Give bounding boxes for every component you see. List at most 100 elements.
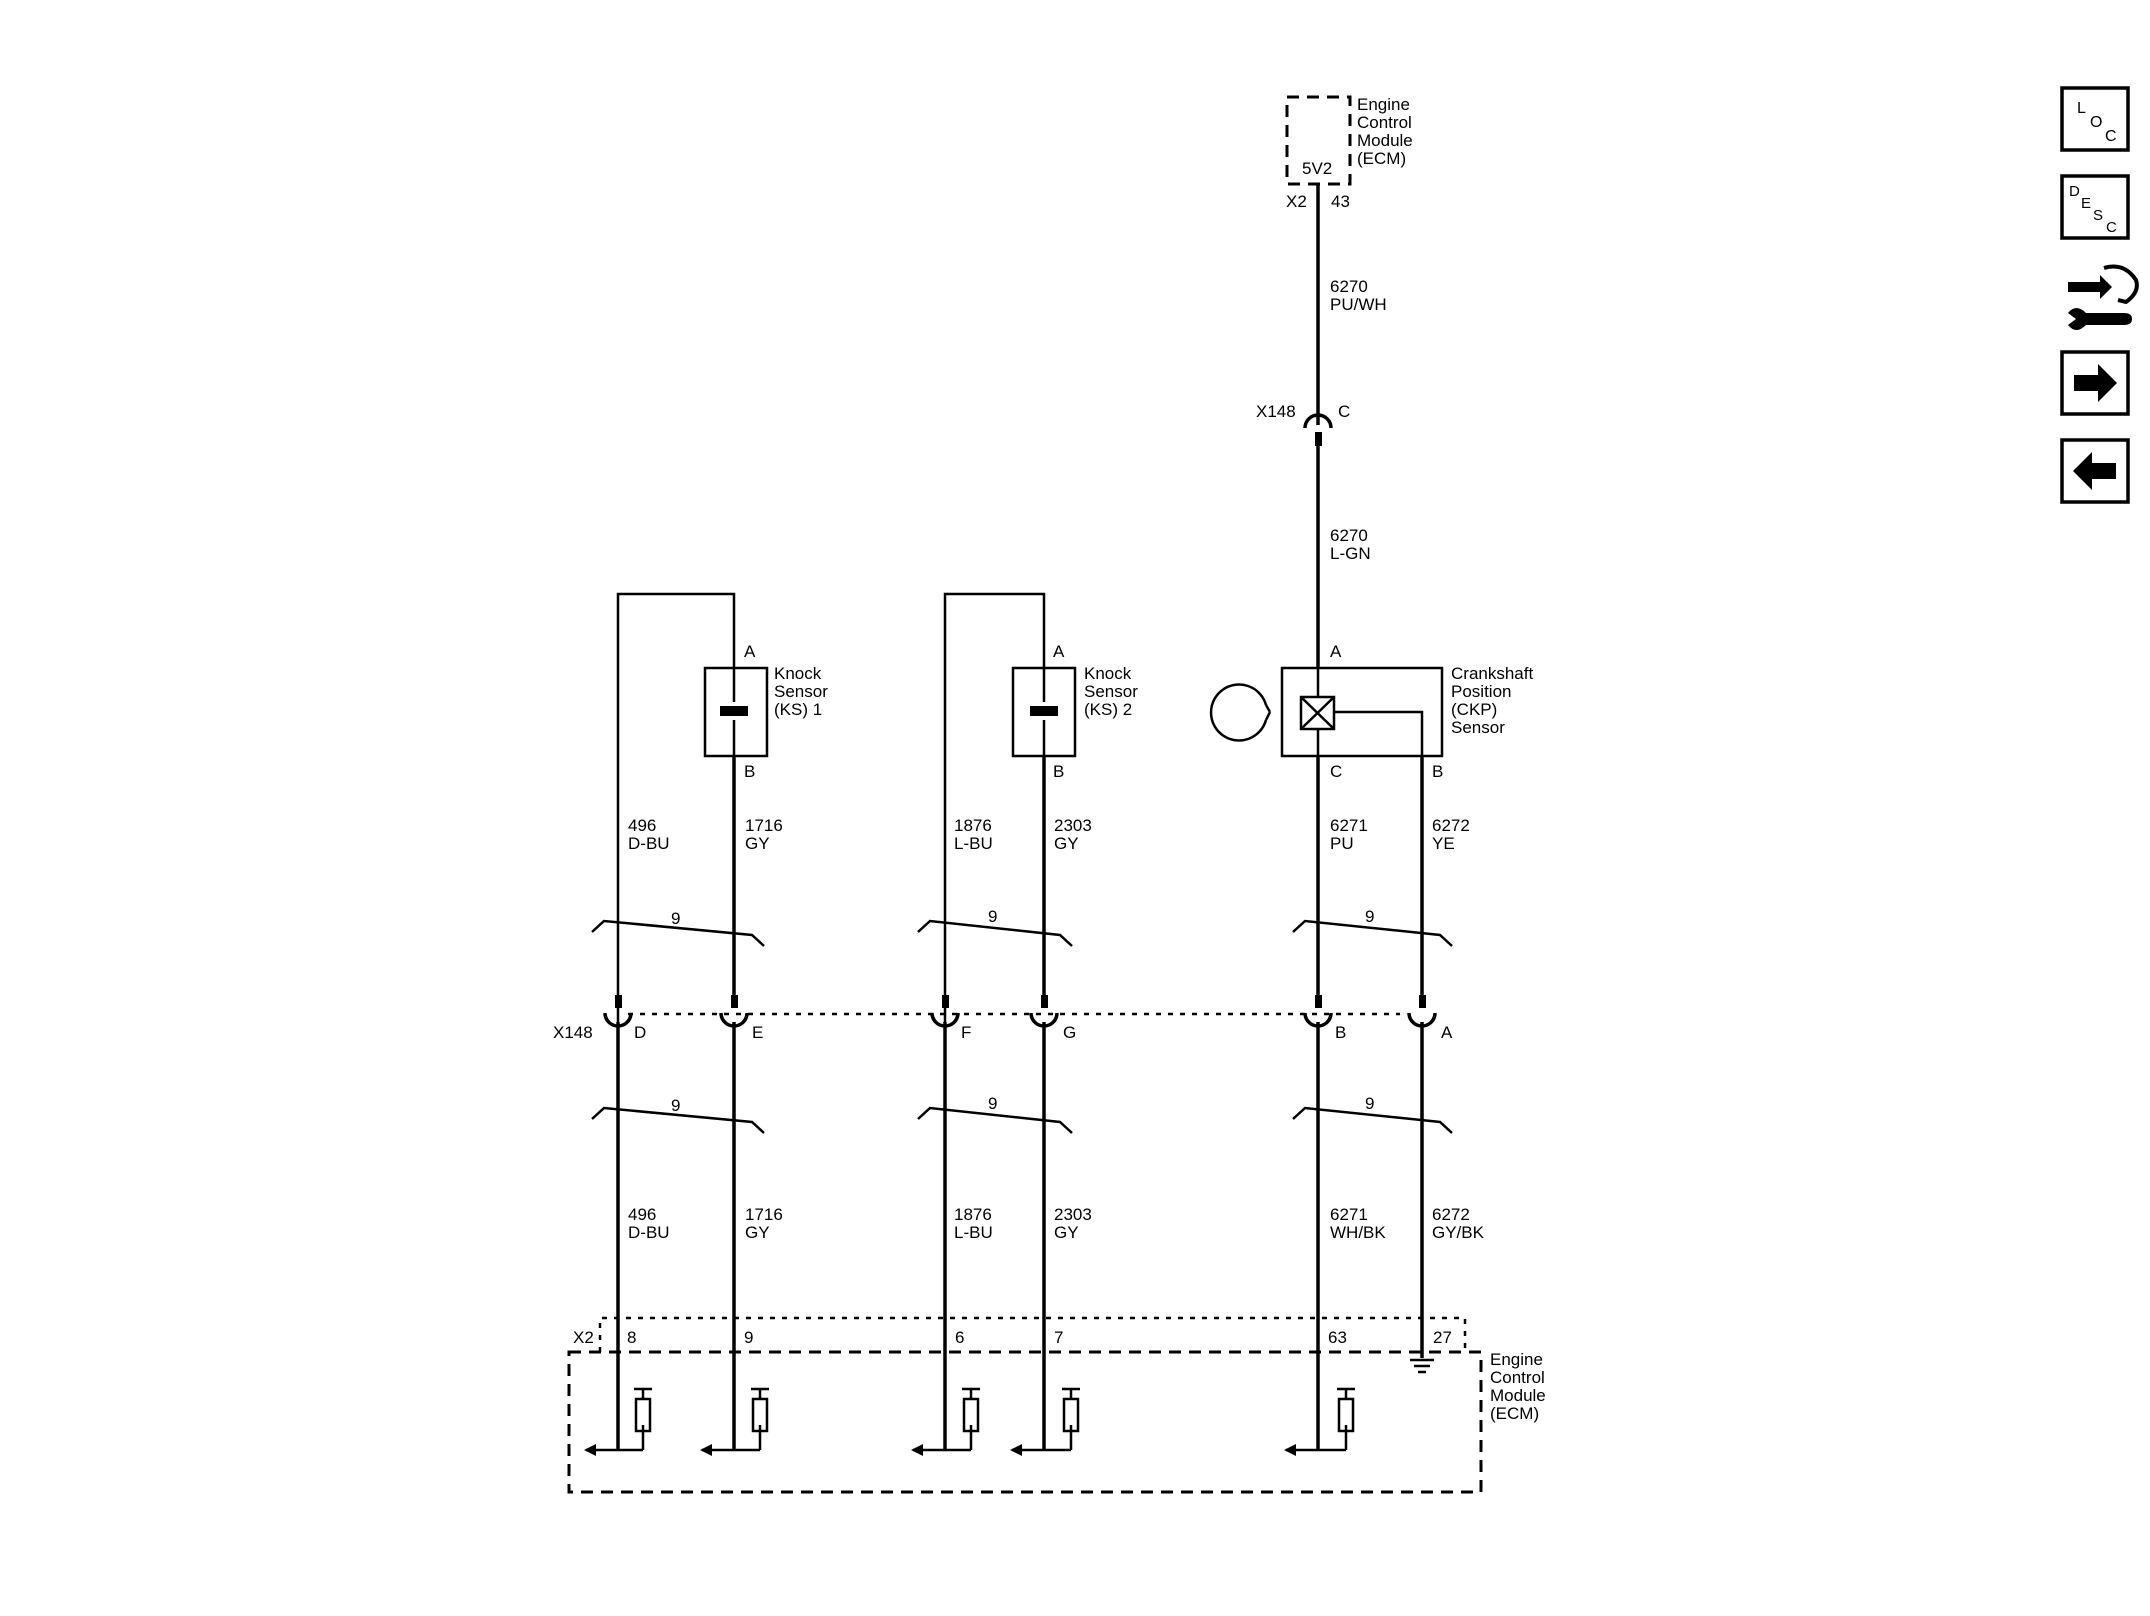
- lower-wires: [616, 1022, 1424, 1450]
- x148-e-pin: [719, 995, 749, 1028]
- lower-wire-2-color: L-BU: [954, 1223, 993, 1242]
- lower-wire-labels: 496 D-BU 1716 GY 1876 L-BU 2303 GY 6271 …: [628, 1205, 1485, 1242]
- ckp-box: [1280, 666, 1444, 758]
- nav-toolbar: L O C D E S C: [2060, 86, 2139, 504]
- ckp-pin-c: C: [1330, 762, 1342, 781]
- lower-twisted-pair-marks: 9 9 9: [591, 1094, 1453, 1134]
- lower-wire-0-circuit: 496: [628, 1205, 656, 1224]
- lower-wire-3-color: GY: [1054, 1223, 1079, 1242]
- ckp-pin-a: A: [1330, 642, 1342, 661]
- upper-wire-1-circuit: 1716: [745, 816, 783, 835]
- forward-button[interactable]: [2060, 350, 2130, 416]
- x148-pin-b: B: [1335, 1023, 1346, 1042]
- loc-button[interactable]: L O C: [2060, 86, 2130, 152]
- upper-wire-1-color: GY: [745, 834, 770, 853]
- ckp-pin-b: B: [1432, 762, 1443, 781]
- ecm-pin-63: 63: [1328, 1328, 1347, 1347]
- ecm-top-pin-name: 5V2: [1302, 159, 1332, 178]
- ecm-pin-9: 9: [744, 1328, 753, 1347]
- desc-letter-1: D: [2069, 183, 2080, 200]
- ecm-pin-6: 6: [955, 1328, 964, 1347]
- x148-c-connector: X148 C: [1256, 402, 1350, 446]
- upper-wire-4-color: PU: [1330, 834, 1354, 853]
- desc-button[interactable]: D E S C: [2060, 174, 2130, 240]
- x148-pin-g: G: [1063, 1023, 1076, 1042]
- ks1-pin-a: A: [744, 642, 756, 661]
- connector-tool-icon[interactable]: [2068, 264, 2139, 331]
- upper-wire-labels: 496 D-BU 1716 GY 1876 L-BU 2303 GY 6271 …: [628, 816, 1470, 853]
- upper-twisted-pair-marks: 9 9 9: [591, 907, 1453, 947]
- ecm-input-circuit-2: [700, 1387, 769, 1456]
- lower-wire-0-color: D-BU: [628, 1223, 670, 1242]
- wire-6270-mid-circuit: 6270: [1330, 526, 1368, 545]
- lower-wire-4-color: WH/BK: [1330, 1223, 1386, 1242]
- wire-6270-mid-color: L-GN: [1330, 544, 1371, 563]
- ecm-bottom-connector: X2: [573, 1328, 594, 1347]
- ks1-pin-b: B: [744, 762, 755, 781]
- desc-letter-2: E: [2081, 195, 2091, 212]
- loc-letter-2: O: [2090, 114, 2102, 131]
- ks2-pin-b: B: [1053, 762, 1064, 781]
- ecm-pin-7: 7: [1054, 1328, 1063, 1347]
- ecm-input-circuit-5: [1284, 1387, 1355, 1456]
- upper-wire-3-color: GY: [1054, 834, 1079, 853]
- arrow-right-icon: [2074, 364, 2117, 402]
- wire-6270-top-color: PU/WH: [1330, 295, 1387, 314]
- ecm-input-circuit-4: [1010, 1387, 1080, 1456]
- x148-pin-d: D: [634, 1023, 646, 1042]
- lower-wire-1-circuit: 1716: [745, 1205, 783, 1224]
- x148-pin-f: F: [961, 1023, 971, 1042]
- upper-wire-5-circuit: 6272: [1432, 816, 1470, 835]
- desc-letter-4: C: [2106, 219, 2117, 236]
- wire-6270-top-circuit: 6270: [1330, 277, 1368, 296]
- ecm-top-pin: 43: [1331, 192, 1350, 211]
- upper-wire-3-circuit: 2303: [1054, 816, 1092, 835]
- ecm-bottom-box: [567, 1350, 1483, 1494]
- lower-wire-2-circuit: 1876: [954, 1205, 992, 1224]
- ecm-top-connector: X2: [1286, 192, 1307, 211]
- loc-letter-1: L: [2077, 100, 2086, 117]
- x148-bottom-label: X148: [553, 1023, 593, 1042]
- loc-letter-3: C: [2105, 128, 2117, 145]
- x148-top-pin: C: [1338, 402, 1350, 421]
- twist-label-lower-3: 9: [1365, 1094, 1374, 1113]
- twist-label-upper-3: 9: [1365, 907, 1374, 926]
- twist-label-upper-1: 9: [671, 909, 680, 928]
- upper-wire-2-color: L-BU: [954, 834, 993, 853]
- ecm-pin-27: 27: [1433, 1328, 1452, 1347]
- desc-letter-3: S: [2093, 207, 2103, 224]
- upper-wire-0-color: D-BU: [628, 834, 670, 853]
- reluctor-wheel-icon: [1209, 683, 1268, 742]
- upper-wire-5-color: YE: [1432, 834, 1455, 853]
- x148-b-pin: [1303, 995, 1333, 1028]
- arrow-left-icon: [2073, 452, 2116, 490]
- twist-label-upper-2: 9: [988, 907, 997, 926]
- ks2-pin-a: A: [1053, 642, 1065, 661]
- x148-pin-e: E: [752, 1023, 763, 1042]
- x148-g-pin: [1029, 995, 1059, 1028]
- lower-wire-3-circuit: 2303: [1054, 1205, 1092, 1224]
- ecm-input-circuit-3: [911, 1387, 980, 1456]
- ks1-box: [703, 666, 769, 758]
- lower-wire-1-color: GY: [745, 1223, 770, 1242]
- lower-wire-4-circuit: 6271: [1330, 1205, 1368, 1224]
- ecm-pin-8: 8: [627, 1328, 636, 1347]
- ecm-input-circuit-1: [584, 1387, 652, 1456]
- ground-icon: [1410, 1358, 1434, 1374]
- x148-top-connector: X148: [1256, 402, 1296, 421]
- twist-label-lower-1: 9: [671, 1096, 680, 1115]
- upper-wire-4-circuit: 6271: [1330, 816, 1368, 835]
- lower-wire-5-color: GY/BK: [1432, 1223, 1485, 1242]
- back-button[interactable]: [2060, 438, 2130, 504]
